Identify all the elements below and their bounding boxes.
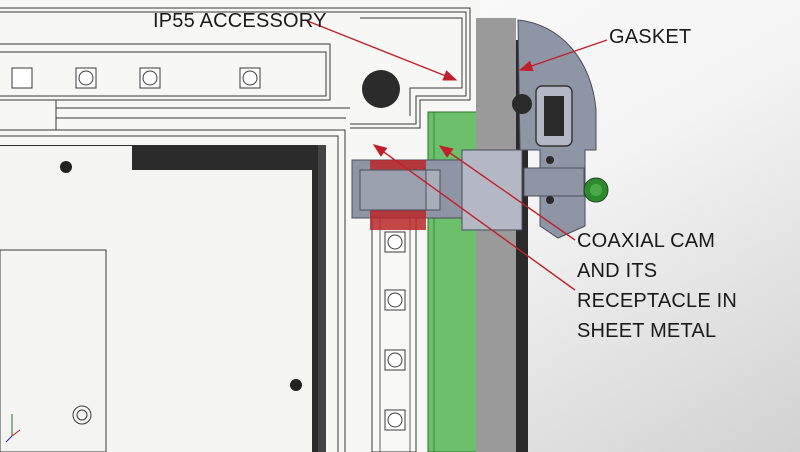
axis-triad (5, 414, 21, 443)
coaxial-cam (351, 149, 609, 231)
vertical-rail (371, 209, 417, 452)
inner-panel (0, 145, 326, 452)
callout-coaxial-cam: COAXIAL CAM AND ITS RECEPTACLE IN SHEET … (577, 230, 738, 342)
door-edge (476, 18, 528, 452)
callout-ip55-accessory: IP55 ACCESSORY (153, 10, 327, 32)
slot-row-top (11, 67, 261, 89)
callout-gasket: GASKET (609, 26, 692, 48)
knob (362, 70, 400, 108)
leader-lines (304, 19, 608, 291)
